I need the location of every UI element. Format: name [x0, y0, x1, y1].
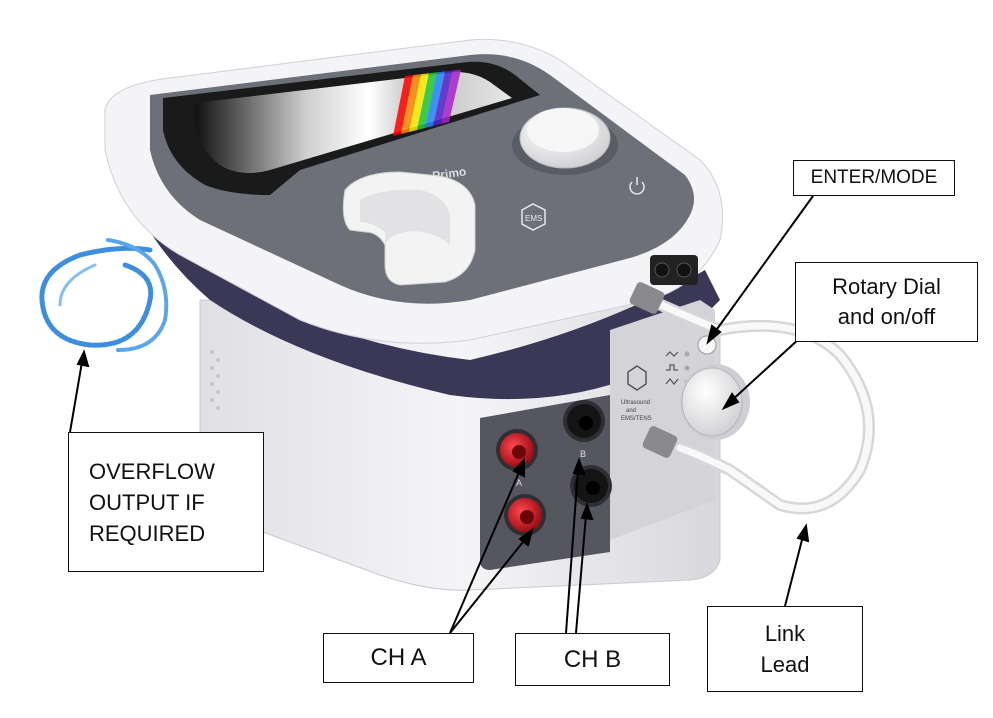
- rear-sockets: [650, 255, 698, 285]
- link-lead: [629, 282, 875, 515]
- svg-text:EMS/TENS: EMS/TENS: [621, 416, 652, 422]
- label-ch-a: CH A: [323, 633, 474, 683]
- label-enter-mode: ENTER/MODE: [793, 160, 955, 196]
- panel-mark-b: B: [580, 449, 586, 459]
- ch-a-socket-top: [496, 429, 538, 471]
- spectrum-stripe: [425, 71, 445, 128]
- label-ch-b: CH B: [515, 633, 670, 686]
- overflow-tube: [39, 238, 169, 352]
- label-link-lead-text: Link Lead: [760, 621, 810, 677]
- spectrum-stripe: [409, 73, 429, 132]
- label-enter-mode-text: ENTER/MODE: [810, 167, 938, 188]
- label-rotary-dial-text: Rotary Dial and on/off: [832, 274, 941, 329]
- probe-holder: [342, 171, 476, 286]
- label-ch-b-text: CH B: [563, 645, 622, 673]
- ems-logo-top: EMS: [521, 203, 546, 231]
- svg-text:Ultrasound: Ultrasound: [621, 400, 650, 406]
- rotary-dial-top: [512, 107, 618, 175]
- label-overflow-output: OVERFLOW OUTPUT IF REQUIRED: [68, 432, 264, 572]
- spectrum-stripe: [401, 74, 421, 134]
- rotary-dial-front: [680, 364, 750, 440]
- power-icon: [629, 177, 645, 195]
- svg-text:EMS: EMS: [525, 214, 542, 223]
- ch-b-socket-top: [563, 400, 605, 442]
- ch-b-socket-bottom: [570, 465, 612, 507]
- vent-grille: [210, 350, 220, 410]
- callout-arrows: [69, 195, 814, 634]
- top-unit-purple-band: [112, 140, 720, 400]
- label-link-lead: Link Lead: [707, 606, 863, 692]
- spectrum-stripe: [417, 72, 437, 130]
- svg-text:and: and: [626, 408, 636, 414]
- label-rotary-dial: Rotary Dial and on/off: [795, 262, 978, 342]
- spectrum-stripe: [393, 75, 413, 136]
- label-overflow-output-text: OVERFLOW OUTPUT IF REQUIRED: [89, 458, 215, 546]
- spectrum-stripe: [433, 70, 453, 126]
- enter-mode-button: [697, 335, 717, 355]
- panel-mark-a: A: [516, 478, 522, 488]
- spectrum-stripe: [441, 69, 461, 124]
- screen-spectrum: [393, 69, 461, 136]
- label-ch-a-text: CH A: [370, 644, 427, 671]
- ch-a-socket-bottom: [504, 494, 546, 536]
